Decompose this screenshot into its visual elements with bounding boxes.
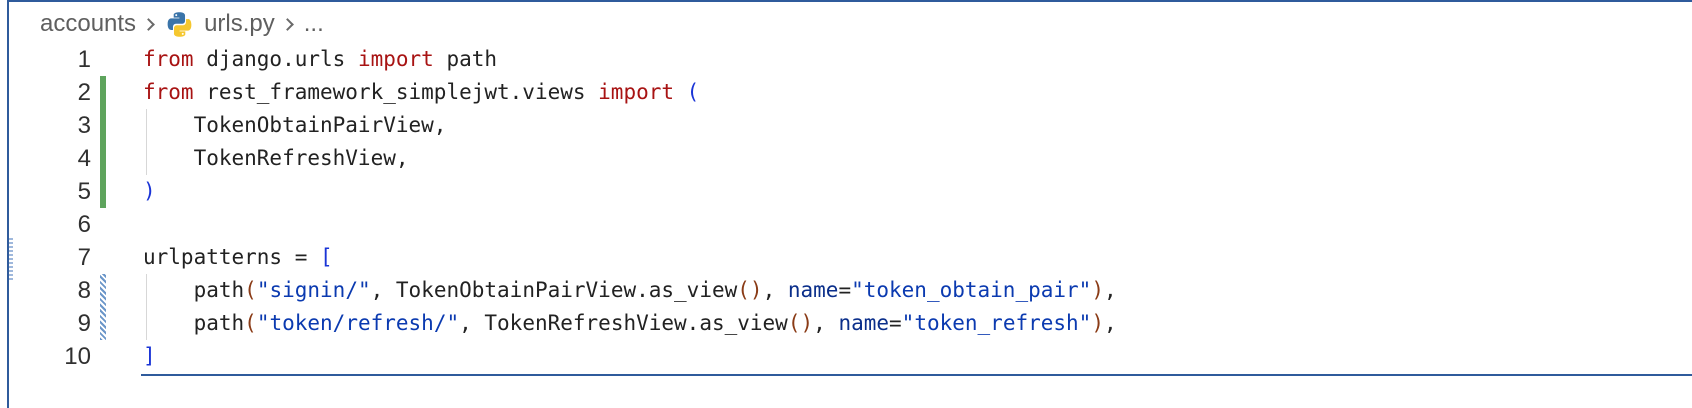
code-text[interactable]: urlpatterns = [ — [143, 241, 333, 274]
line-number: 1 — [77, 46, 91, 73]
code-token: path — [143, 311, 245, 335]
code-token: "token_refresh" — [901, 311, 1092, 335]
line-number: 6 — [77, 211, 91, 238]
line-number: 10 — [64, 343, 91, 370]
code-token: path — [433, 47, 498, 71]
indent-guide — [146, 274, 147, 340]
code-token: from — [143, 47, 194, 71]
line-number: 3 — [77, 112, 91, 139]
code-token: = — [889, 311, 902, 335]
code-token: , — [1103, 311, 1117, 335]
code-token: ) — [1091, 278, 1104, 302]
code-token: TokenRefreshView, — [143, 146, 409, 170]
code-line[interactable]: 3 TokenObtainPairView, — [9, 109, 1692, 142]
line-number: 7 — [77, 244, 91, 271]
code-token: name — [838, 311, 890, 335]
code-editor-pane[interactable]: accounts urls.py ... 1 from django.urls i… — [7, 0, 1692, 408]
line-number: 4 — [77, 145, 91, 172]
breadcrumb-file-label: urls.py — [204, 10, 275, 37]
code-token: , TokenRefreshView.as_view — [459, 311, 788, 335]
chevron-right-icon — [280, 17, 294, 31]
side-marker — [9, 238, 13, 282]
code-token: urlpatterns = — [143, 245, 321, 269]
line-number: 5 — [77, 178, 91, 205]
code-token: , — [1103, 278, 1117, 302]
code-text[interactable]: TokenObtainPairView, — [143, 109, 447, 142]
editor-focus-border — [9, 0, 1692, 2]
code-line[interactable]: 8 path("signin/", TokenObtainPairView.as… — [9, 274, 1692, 307]
code-line[interactable]: 6 — [9, 208, 1692, 241]
code-token: ( — [244, 278, 257, 302]
code-token: path — [143, 278, 245, 302]
code-token: import — [357, 47, 434, 71]
line-number: 2 — [77, 79, 91, 106]
breadcrumb-file[interactable]: urls.py — [165, 10, 275, 39]
breadcrumb-folder[interactable]: accounts — [40, 10, 137, 37]
code-token: name — [787, 278, 839, 302]
code-token: [ — [320, 245, 333, 269]
code-line[interactable]: 7 urlpatterns = [ — [9, 241, 1692, 274]
code-token: ) — [143, 179, 156, 203]
code-token: ( — [686, 80, 700, 104]
code-text[interactable]: path("token/refresh/", TokenRefreshView.… — [143, 307, 1117, 340]
code-token: "token_obtain_pair" — [851, 278, 1092, 302]
gutter-modified-marker[interactable] — [100, 274, 106, 340]
code-token: "signin/" — [256, 278, 371, 302]
code-text[interactable]: ) — [143, 175, 156, 208]
code-text[interactable]: from django.urls import path — [143, 43, 497, 76]
code-line[interactable]: 9 path("token/refresh/", TokenRefreshVie… — [9, 307, 1692, 340]
code-token: , — [762, 278, 788, 302]
code-token: TokenObtainPairView, — [143, 113, 447, 137]
code-token: from — [143, 80, 194, 104]
code-token — [674, 80, 687, 104]
code-token: ] — [143, 344, 156, 368]
code-token: () — [787, 311, 814, 335]
python-icon — [167, 11, 192, 37]
code-token: , — [813, 311, 839, 335]
code-token: rest_framework_simplejwt.views — [193, 80, 599, 104]
code-token: () — [737, 278, 763, 302]
code-token: ( — [244, 311, 257, 335]
code-text[interactable]: TokenRefreshView, — [143, 142, 409, 175]
code-token: ) — [1091, 311, 1104, 335]
code-line[interactable]: 4 TokenRefreshView, — [9, 142, 1692, 175]
code-line[interactable]: 5) — [9, 175, 1692, 208]
code-text[interactable]: path("signin/", TokenObtainPairView.as_v… — [143, 274, 1117, 307]
code-token: django.urls — [193, 47, 358, 71]
code-line[interactable]: 10] — [9, 340, 1692, 373]
code-token: import — [598, 80, 675, 104]
code-line[interactable]: 1 from django.urls import path — [9, 43, 1692, 76]
code-text[interactable]: ] — [143, 340, 156, 373]
chevron-right-icon — [142, 17, 155, 31]
code-token: = — [838, 278, 852, 302]
gutter-added-marker[interactable] — [100, 76, 106, 208]
line-number: 8 — [77, 277, 91, 304]
line-number: 9 — [77, 310, 91, 337]
indent-guide — [146, 109, 147, 175]
code-text[interactable]: from rest_framework_simplejwt.views impo… — [143, 76, 699, 109]
breadcrumb: accounts urls.py ... — [40, 5, 324, 43]
code-token: "token/refresh/" — [256, 311, 460, 335]
editor-cursor-line-border — [141, 374, 1692, 376]
code-area[interactable]: 1 from django.urls import path 2 from rest_… — [9, 43, 1692, 408]
code-line[interactable]: 2 from rest_framework_simplejwt.views imp… — [9, 76, 1692, 109]
code-token: , TokenObtainPairView.as_view — [370, 278, 738, 302]
breadcrumb-more[interactable]: ... — [303, 10, 324, 37]
